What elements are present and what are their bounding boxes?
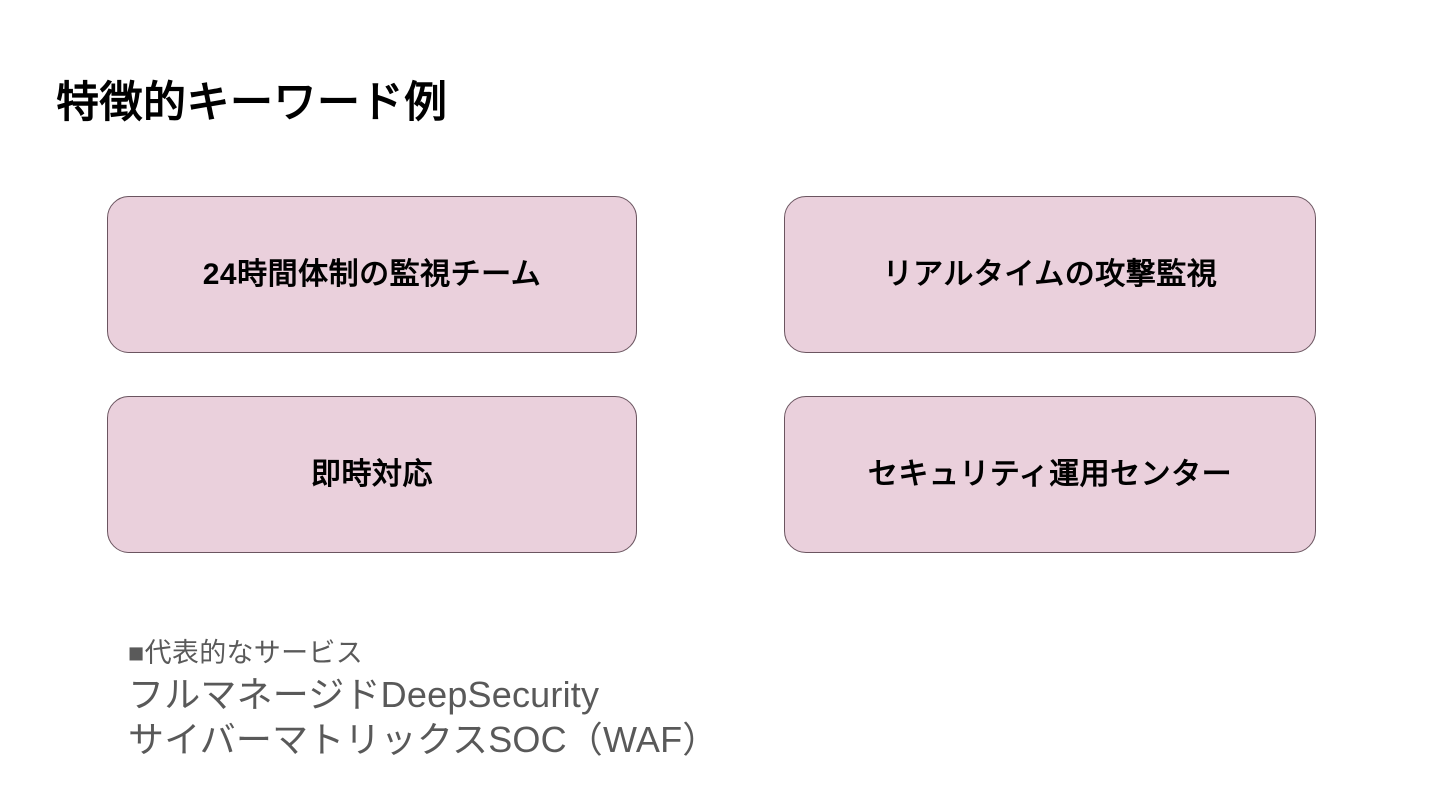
keyword-box-label: セキュリティ運用センター	[867, 457, 1233, 491]
service-line-1: フルマネージドDeepSecurity	[128, 673, 600, 715]
page-title: 特徴的キーワード例	[56, 79, 448, 127]
keyword-box-label: リアルタイムの攻撃監視	[882, 257, 1218, 291]
services-heading: ■代表的なサービス	[128, 638, 364, 668]
keyword-box-security-operation-center[interactable]: セキュリティ運用センター	[784, 396, 1316, 553]
keyword-box-realtime-attack-monitoring[interactable]: リアルタイムの攻撃監視	[784, 196, 1316, 353]
keyword-box-label: 24時間体制の監視チーム	[202, 257, 542, 291]
representative-services-block: ■代表的なサービス フルマネージドDeepSecurity サイバーマトリックス…	[128, 636, 1128, 762]
keyword-box-immediate-response[interactable]: 即時対応	[107, 396, 637, 553]
keyword-box-label: 即時対応	[311, 457, 433, 491]
service-line-2: サイバーマトリックスSOC（WAF）	[128, 718, 719, 760]
keyword-box-monitoring-team[interactable]: 24時間体制の監視チーム	[107, 196, 637, 353]
